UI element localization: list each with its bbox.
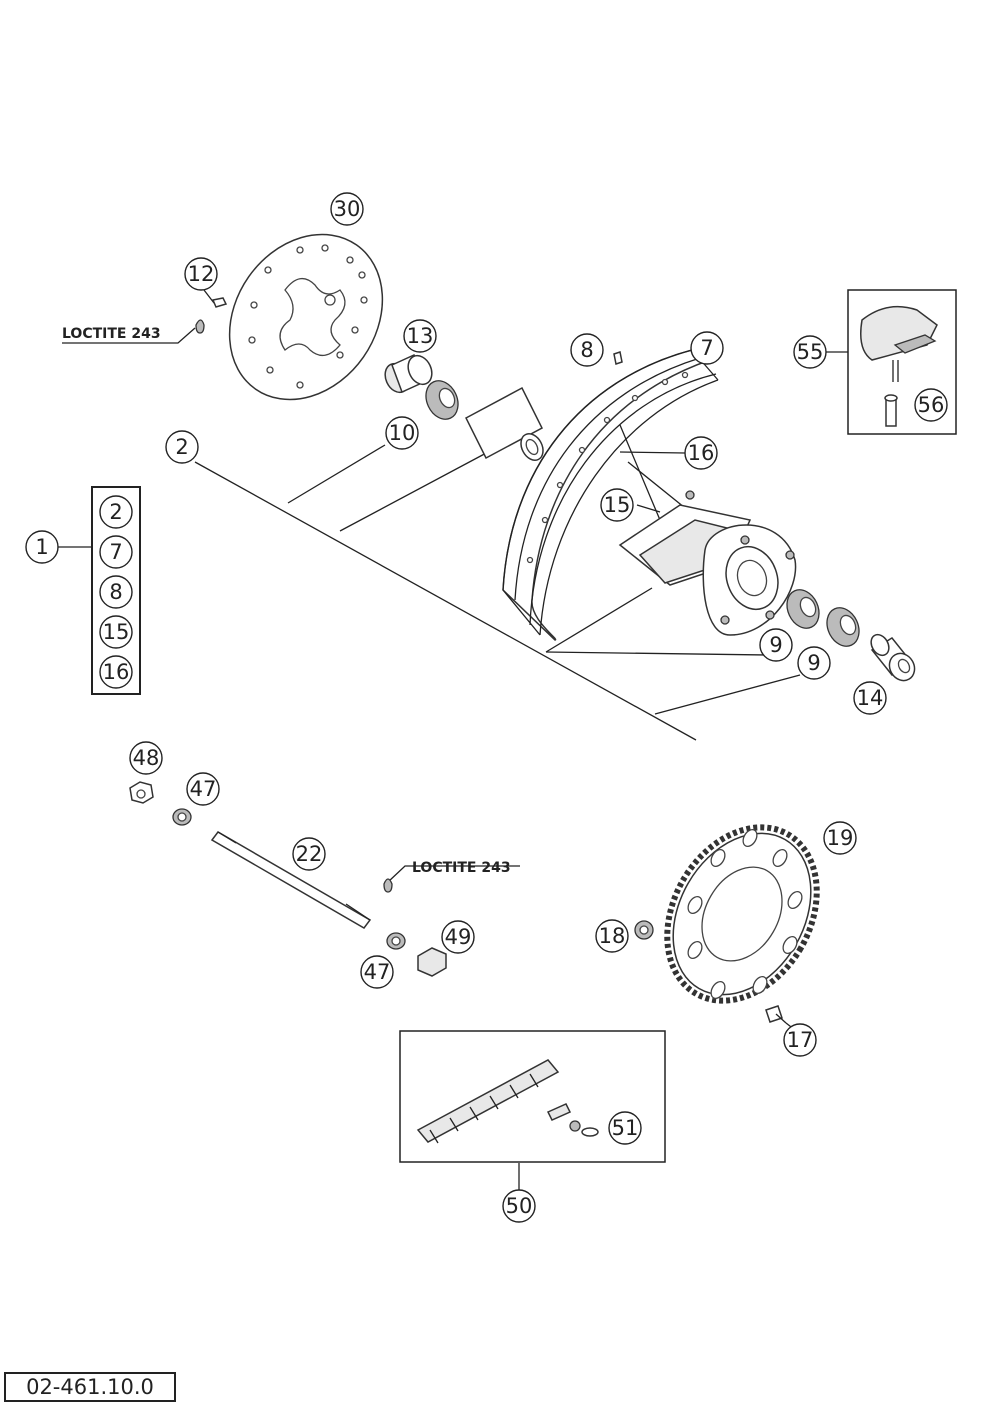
callout-22-label: 22 [296, 842, 323, 866]
callout-51-label: 51 [612, 1116, 639, 1140]
callout-18: 18 [595, 919, 629, 953]
assembly-set-item: 8 [109, 580, 122, 604]
axle-drawing [210, 831, 447, 977]
callout-19: 19 [823, 821, 857, 855]
callout-2: 2 [165, 430, 199, 464]
loctite-note-disc: LOCTITE 243 [62, 326, 161, 342]
chain-drawing [416, 1059, 599, 1144]
callout-16-label: 16 [688, 441, 715, 465]
callout-47a: 47 [186, 772, 220, 806]
assembly-set-item: 2 [109, 500, 122, 524]
callout-14: 14 [853, 681, 887, 715]
callout-2-label: 2 [175, 435, 188, 459]
assembly-set-item: 16 [103, 660, 130, 684]
callout-55: 55 [793, 335, 827, 369]
brake-disc-drawing [228, 233, 384, 401]
callout-7-label: 7 [700, 336, 713, 360]
callout-49-label: 49 [445, 925, 472, 949]
callout-15-label: 15 [604, 493, 631, 517]
callout-48: 48 [129, 741, 163, 775]
callout-16: 16 [684, 436, 718, 470]
callout-56-label: 56 [918, 393, 945, 417]
callout-7: 7 [690, 331, 724, 365]
callout-51: 51 [608, 1111, 642, 1145]
callout-9a-label: 9 [769, 633, 782, 657]
leader-lines [58, 289, 848, 1190]
callout-47b: 47 [360, 955, 394, 989]
rim-lock-box [847, 289, 957, 435]
callout-8-label: 8 [580, 338, 593, 362]
callout-9a: 9 [759, 628, 793, 662]
callout-10: 10 [385, 416, 419, 450]
callout-18-label: 18 [599, 924, 626, 948]
callout-22: 22 [292, 837, 326, 871]
assembly-set-box [91, 486, 141, 695]
spoke-nipple-drawing [613, 351, 623, 365]
callout-10-label: 10 [389, 421, 416, 445]
callout-49: 49 [441, 920, 475, 954]
callout-9b: 9 [797, 646, 831, 680]
rim-drawing [502, 349, 719, 641]
callout-17: 17 [783, 1023, 817, 1057]
callout-30-label: 30 [334, 197, 361, 221]
callout-8: 8 [570, 333, 604, 367]
callout-17-label: 17 [787, 1028, 814, 1052]
callout-56: 56 [914, 388, 948, 422]
callout-50: 50 [502, 1189, 536, 1223]
bearings-drawing [786, 589, 860, 647]
callout-1: 1 [25, 530, 59, 564]
callout-50-label: 50 [506, 1194, 533, 1218]
callout-14-label: 14 [857, 686, 884, 710]
callout-13-label: 13 [407, 324, 434, 348]
assembly-set-item: 15 [103, 620, 130, 644]
sprocket-drawing [664, 824, 820, 1004]
axle-nut-48-drawing [129, 781, 192, 826]
callout-12: 12 [184, 257, 218, 291]
spacer-tube-drawing [465, 386, 544, 461]
assembly-set-item: 7 [109, 540, 122, 564]
callout-13: 13 [403, 319, 437, 353]
callout-1-label: 1 [35, 535, 48, 559]
sprocket-nut-bolt-drawing [634, 920, 787, 1024]
hub-drawing [618, 424, 797, 636]
callout-9b-label: 9 [807, 651, 820, 675]
callout-30: 30 [330, 192, 364, 226]
loctite-note-axle: LOCTITE 243 [412, 860, 511, 876]
drawing-number: 02-461.10.0 [4, 1372, 176, 1402]
spacer-14-drawing [870, 633, 916, 682]
assembly-set-list: 2 7 8 15 16 [99, 495, 133, 689]
callout-48-label: 48 [133, 746, 160, 770]
spacer-bearing-drawing [384, 353, 459, 420]
callout-12-label: 12 [188, 262, 215, 286]
callout-55-label: 55 [797, 340, 824, 364]
rim-lock-drawing [860, 305, 938, 427]
callout-15: 15 [600, 488, 634, 522]
callout-19-label: 19 [827, 826, 854, 850]
callout-47a-label: 47 [190, 777, 217, 801]
callout-47b-label: 47 [364, 960, 391, 984]
disc-bolt-drawing [195, 297, 228, 334]
chain-box [399, 1030, 666, 1163]
